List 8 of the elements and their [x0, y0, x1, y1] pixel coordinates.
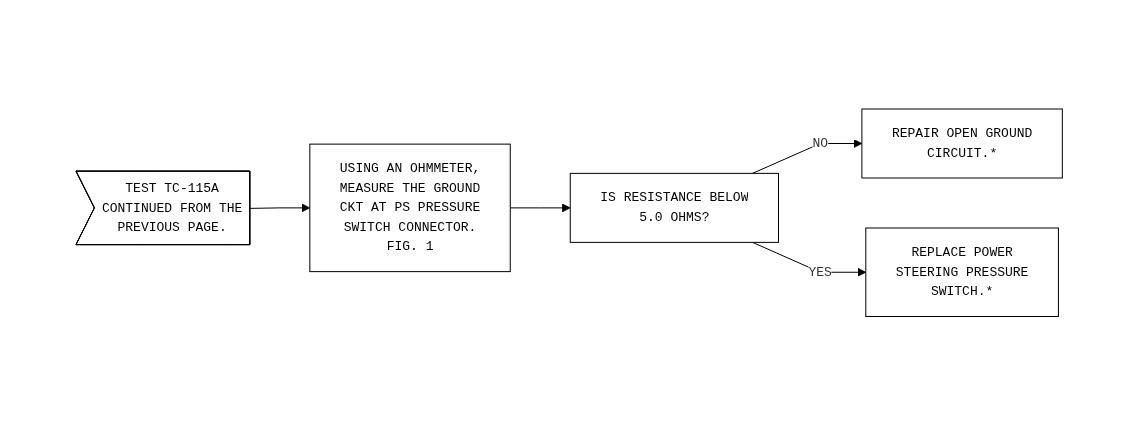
- node-box: USING AN OHMMETER, MEASURE THE GROUND CKT AT PS PRESSURE SWITCH CONNECTOR. FIG. 1: [309, 143, 511, 272]
- node-box: REPAIR OPEN GROUND CIRCUIT.*: [861, 108, 1063, 179]
- arrow: [509, 203, 571, 213]
- node-box: REPLACE POWER STEERING PRESSURE SWITCH.*: [865, 227, 1059, 317]
- arrow: [249, 203, 311, 213]
- edge-label: YES: [808, 264, 832, 280]
- edge-label: NO: [812, 135, 828, 151]
- node-box: IS RESISTANCE BELOW 5.0 OHMS?: [569, 172, 779, 243]
